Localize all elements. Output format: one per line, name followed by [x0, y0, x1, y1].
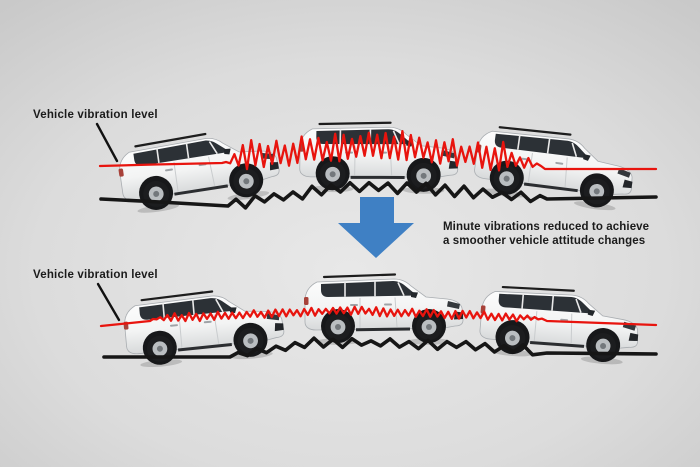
leader-line-top	[95, 122, 119, 163]
scene-after: Vehicle vibration level	[33, 269, 658, 372]
arrow-down-icon	[338, 197, 414, 258]
vibration-level-label-top: Vehicle vibration level	[33, 109, 158, 121]
leader-line-bottom	[96, 282, 121, 322]
vibration-level-label-bottom: Vehicle vibration level	[33, 269, 158, 281]
scene-before: Vehicle vibration level	[33, 109, 658, 218]
transition: Minute vibrations reduced to achieve a s…	[338, 197, 649, 258]
terrain-line-bottom	[102, 336, 658, 359]
vibration-line-low	[99, 305, 658, 328]
annotation-line2: a smoother vehicle attitude changes	[443, 235, 645, 247]
terrain-line-top	[99, 180, 658, 210]
annotation-line1: Minute vibrations reduced to achieve	[443, 221, 649, 233]
vibration-line-high	[98, 130, 658, 172]
